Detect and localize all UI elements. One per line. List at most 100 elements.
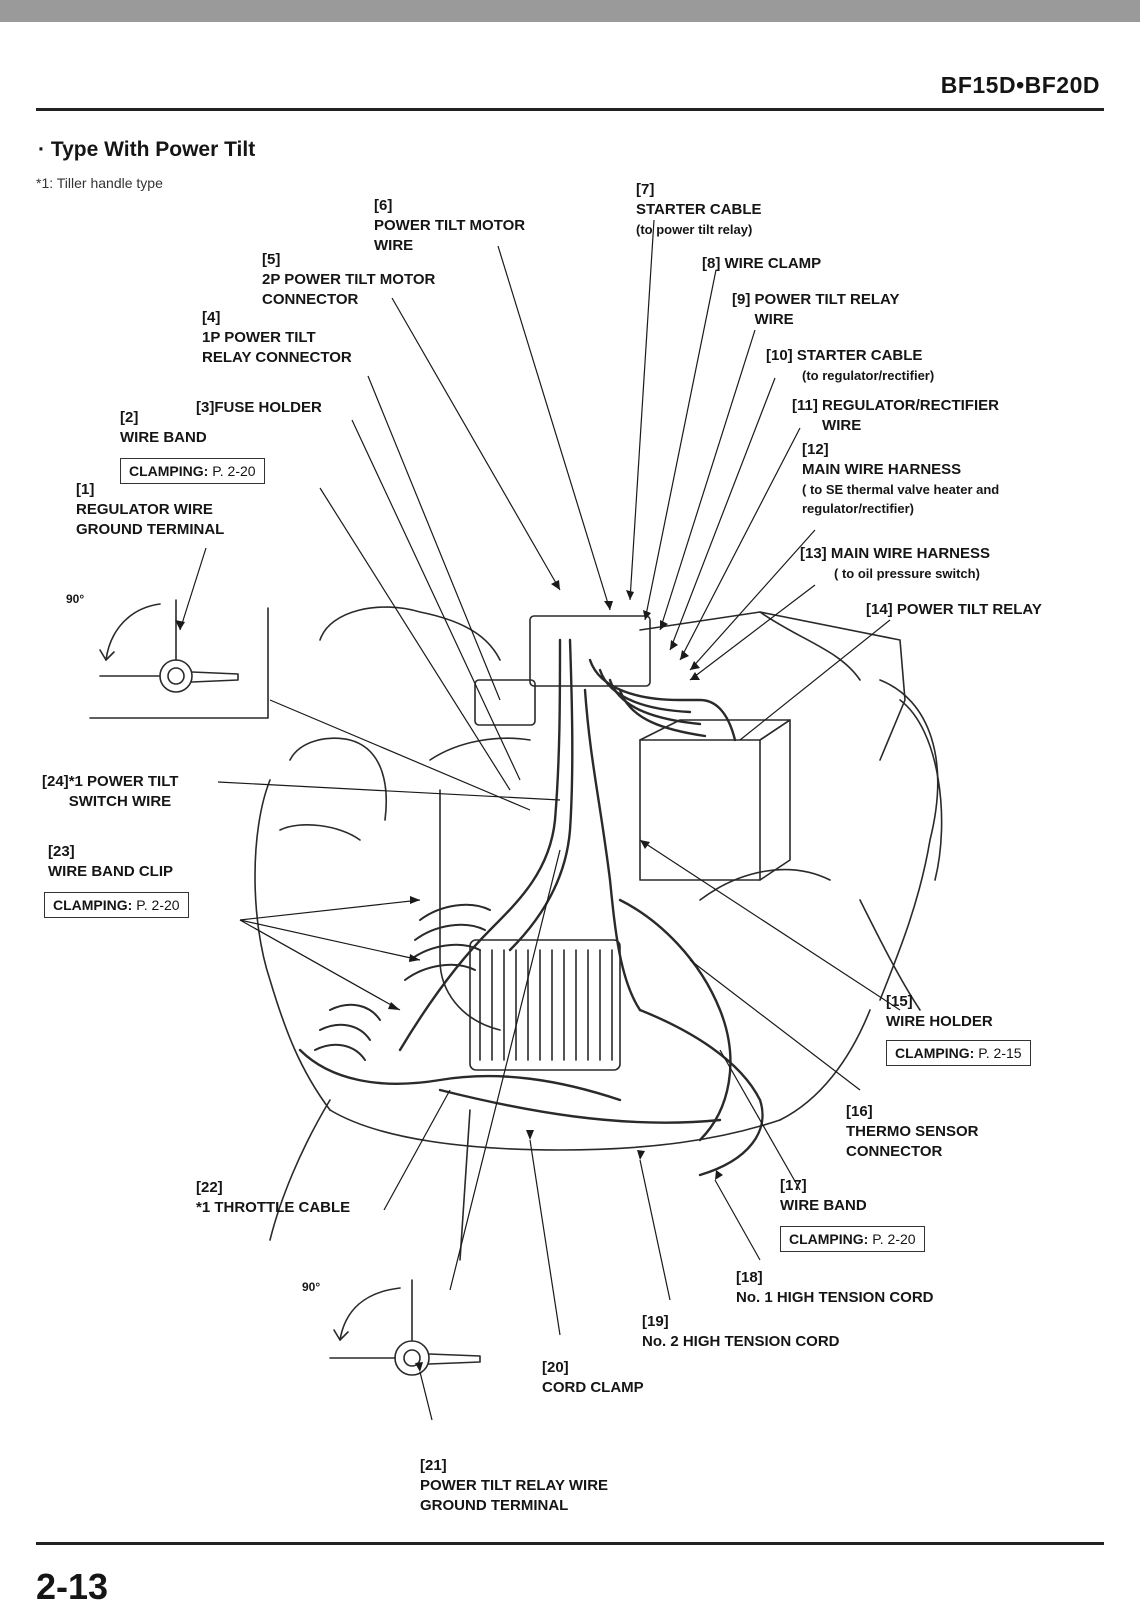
footer-rule — [36, 1542, 1104, 1545]
angle-label-upper: 90° — [66, 592, 85, 606]
callout-regulator-rectifier-wire: [11] REGULATOR/RECTIFIER WIRE — [792, 396, 999, 436]
callout-wire-band-lower: [17] WIRE BAND — [780, 1176, 867, 1216]
callout-number: [10] — [766, 347, 793, 364]
callout-cord-clamp: [20] CORD CLAMP — [542, 1358, 644, 1398]
callout-label: REGULATOR/RECTIFIER WIRE — [822, 397, 999, 434]
callout-sublabel: (to power tilt relay) — [636, 222, 753, 237]
callout-number: [20] — [542, 1359, 569, 1376]
callout-number: [18] — [736, 1269, 763, 1286]
callout-sublabel: ( to SE thermal valve heater and regulat… — [802, 482, 1000, 516]
callout-no2-high-tension-cord: [19] No. 2 HIGH TENSION CORD — [642, 1312, 840, 1352]
relay-housing-outline — [639, 611, 906, 761]
callout-number: [1] — [76, 481, 95, 498]
engine-base — [329, 1109, 781, 1151]
callout-label: 1P POWER TILT RELAY CONNECTOR — [202, 329, 352, 366]
clamping-label: CLAMPING: — [895, 1045, 975, 1061]
page-number: 2-13 — [36, 1566, 109, 1607]
callout-label: MAIN WIRE HARNESS — [830, 545, 991, 562]
callout-1p-power-tilt-relay-connector: [4] 1P POWER TILT RELAY CONNECTOR — [202, 308, 352, 368]
callout-main-wire-harness-thermal-valve: [12] MAIN WIRE HARNESS ( to SE thermal v… — [802, 440, 999, 518]
callout-power-tilt-relay: [14] POWER TILT RELAY — [866, 600, 1042, 620]
callout-number: [14] — [866, 601, 893, 618]
clamping-label: CLAMPING: — [129, 463, 209, 479]
callout-number: [24] — [42, 773, 69, 790]
callout-label: WIRE HOLDER — [886, 1013, 993, 1030]
callout-label: WIRE BAND — [780, 1197, 867, 1214]
callout-fuse-holder: [3]FUSE HOLDER — [196, 398, 322, 418]
callout-label: POWER TILT RELAY — [896, 601, 1042, 618]
callout-wire-band-upper: [2] WIRE BAND — [120, 408, 207, 448]
callout-number: [11] — [792, 397, 818, 414]
callout-wire-band-clip: [23] WIRE BAND CLIP — [48, 842, 173, 882]
callout-wire-clamp: [8] WIRE CLAMP — [702, 254, 821, 274]
terminal-upper — [99, 599, 239, 693]
callout-label: 2P POWER TILT MOTOR CONNECTOR — [262, 271, 436, 308]
callout-label: WIRE BAND CLIP — [48, 863, 173, 880]
section-title: · Type With Power Tilt — [38, 138, 256, 161]
clamping-reference-box: CLAMPING: P. 2-20 — [120, 458, 265, 484]
callout-number: [2] — [120, 409, 139, 426]
callout-label: No. 2 HIGH TENSION CORD — [642, 1333, 840, 1350]
callout-label: *1 THROTTLE CABLE — [196, 1199, 351, 1216]
clamping-page-ref: P. 2-20 — [136, 897, 180, 913]
callout-label: POWER TILT MOTOR WIRE — [374, 217, 526, 254]
callout-label: FUSE HOLDER — [214, 399, 322, 416]
leader-lines — [179, 219, 901, 1421]
callout-number: [21] — [420, 1457, 447, 1474]
callout-power-tilt-relay-wire-ground-terminal: [21] POWER TILT RELAY WIRE GROUND TERMIN… — [420, 1456, 608, 1516]
callout-label: REGULATOR WIRE GROUND TERMINAL — [76, 501, 225, 538]
clamping-page-ref: P. 2-20 — [872, 1231, 916, 1247]
callout-number: [16] — [846, 1103, 873, 1120]
clamping-page-ref: P. 2-20 — [212, 463, 256, 479]
flywheel-outline — [879, 679, 939, 1001]
callout-wire-holder: [15] WIRE HOLDER — [886, 992, 993, 1032]
callout-label: POWER TILT RELAY WIRE GROUND TERMINAL — [420, 1477, 609, 1514]
callout-label: THERMO SENSOR CONNECTOR — [846, 1123, 979, 1160]
callout-number: [3] — [196, 399, 215, 416]
clamping-label: CLAMPING: — [789, 1231, 869, 1247]
callout-power-tilt-motor-wire: [6] POWER TILT MOTOR WIRE — [374, 196, 525, 256]
callout-no1-high-tension-cord: [18] No. 1 HIGH TENSION CORD — [736, 1268, 934, 1308]
leader-arrowheads — [175, 580, 723, 1372]
callout-number: [13] — [800, 545, 827, 562]
callout-number: [8] — [702, 255, 721, 272]
callout-label: MAIN WIRE HARNESS — [802, 461, 962, 478]
callout-number: [9] — [732, 291, 751, 308]
callout-number: [6] — [374, 197, 393, 214]
callout-label: WIRE CLAMP — [724, 255, 822, 272]
callout-number: [12] — [802, 441, 829, 458]
cylinder-fins — [469, 939, 621, 1071]
callout-label: POWER TILT RELAY WIRE — [754, 291, 900, 328]
callout-starter-cable-power-tilt-relay: [7] STARTER CABLE (to power tilt relay) — [636, 180, 762, 240]
header-model: BF15D•BF20D — [940, 72, 1100, 98]
callout-label: CORD CLAMP — [542, 1379, 644, 1396]
clamping-reference-box: CLAMPING: P. 2-15 — [886, 1040, 1031, 1066]
callout-thermo-sensor-connector: [16] THERMO SENSOR CONNECTOR — [846, 1102, 979, 1162]
callout-number: [7] — [636, 181, 655, 198]
callout-main-wire-harness-oil-pressure: [13] MAIN WIRE HARNESS ( to oil pressure… — [800, 544, 990, 584]
callout-throttle-cable: [22] *1 THROTTLE CABLE — [196, 1178, 350, 1218]
clamping-page-ref: P. 2-15 — [978, 1045, 1022, 1061]
clamping-label: CLAMPING: — [53, 897, 133, 913]
angle-label-lower: 90° — [302, 1280, 321, 1294]
callout-number: [22] — [196, 1179, 223, 1196]
callout-label: STARTER CABLE — [636, 201, 762, 218]
header-rule — [36, 108, 1104, 111]
callout-label: WIRE BAND — [120, 429, 207, 446]
callout-number: [15] — [886, 993, 913, 1010]
connector-block — [529, 615, 651, 687]
callout-starter-cable-regulator: [10] STARTER CABLE (to regulator/rectifi… — [766, 346, 934, 386]
relay-box-outline — [639, 739, 761, 881]
clamping-reference-box: CLAMPING: P. 2-20 — [780, 1226, 925, 1252]
terminal-lower — [329, 1279, 481, 1376]
callout-number: [4] — [202, 309, 221, 326]
top-scan-border — [0, 0, 1140, 22]
callout-sublabel: ( to oil pressure switch) — [834, 566, 980, 581]
cowling-outline — [319, 606, 501, 661]
clamping-reference-box: CLAMPING: P. 2-20 — [44, 892, 189, 918]
callout-2p-power-tilt-motor-connector: [5] 2P POWER TILT MOTOR CONNECTOR — [262, 250, 435, 310]
callout-label: No. 1 HIGH TENSION CORD — [736, 1289, 934, 1306]
callout-number: [17] — [780, 1177, 807, 1194]
callout-power-tilt-switch-wire: [24]*1 POWER TILT SWITCH WIRE — [42, 772, 178, 812]
callout-sublabel: (to regulator/rectifier) — [802, 368, 935, 383]
